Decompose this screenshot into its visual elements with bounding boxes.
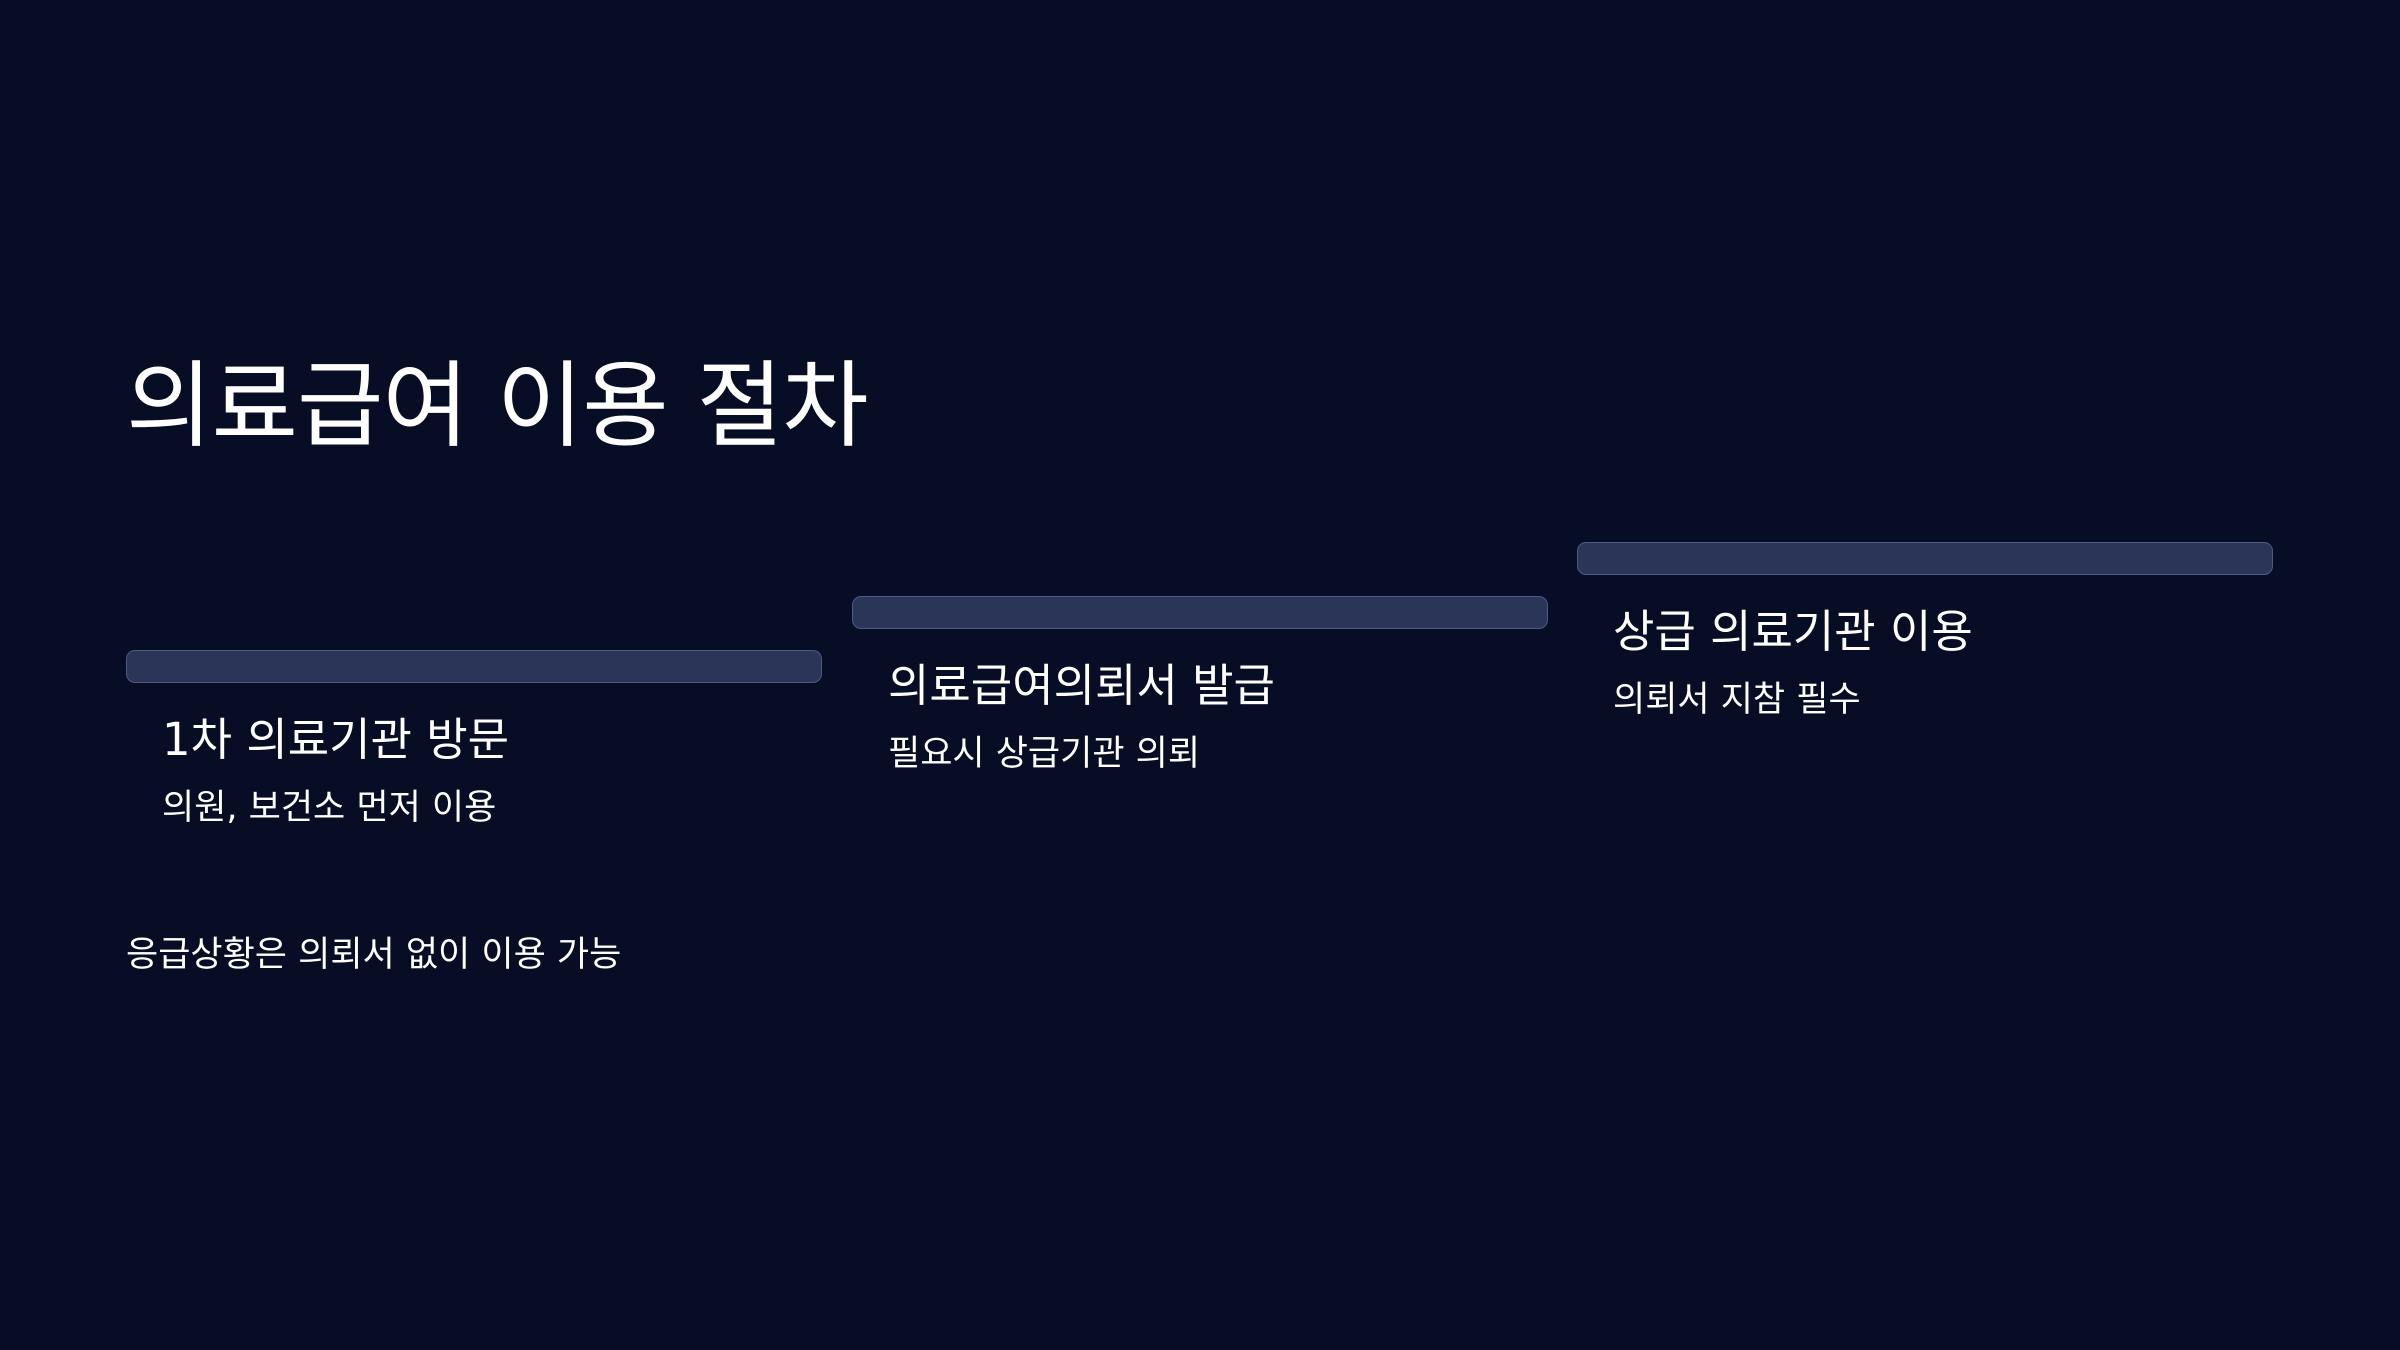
step-3-title: 상급 의료기관 이용 [1613, 605, 1973, 658]
step-3-bar [1577, 542, 2273, 575]
step-2-bar [852, 596, 1548, 629]
step-1-title: 1차 의료기관 방문 [162, 713, 510, 766]
step-1: 1차 의료기관 방문 의원, 보건소 먼저 이용 [126, 650, 822, 829]
step-1-bar [126, 650, 822, 683]
step-2-title: 의료급여의뢰서 발급 [888, 659, 1275, 712]
emergency-note: 응급상황은 의뢰서 없이 이용 가능 [126, 935, 622, 975]
step-3-description: 의뢰서 지참 필수 [1613, 680, 1861, 720]
step-3: 상급 의료기관 이용 의뢰서 지참 필수 [1577, 542, 2273, 721]
step-2: 의료급여의뢰서 발급 필요시 상급기관 의뢰 [852, 596, 1548, 775]
step-2-description: 필요시 상급기관 의뢰 [888, 734, 1201, 774]
step-1-description: 의원, 보건소 먼저 이용 [162, 788, 497, 828]
slide-title: 의료급여 이용 절차 [126, 352, 869, 461]
